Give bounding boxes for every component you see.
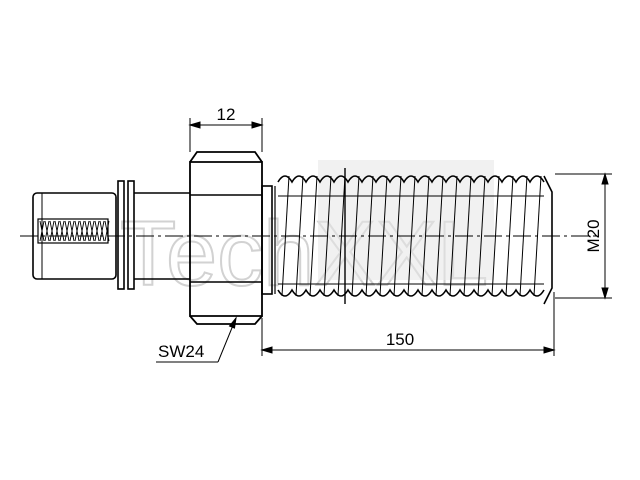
collar: [261, 185, 276, 295]
knurl-line: [39, 220, 45, 242]
washers: [117, 180, 190, 290]
arrow-bottom: [601, 287, 609, 300]
hex-width-label: 12: [217, 105, 236, 124]
threaded-rod: [277, 168, 553, 305]
knurl-line: [94, 220, 100, 242]
dimension-thread: [555, 172, 612, 300]
dimension-length: [260, 292, 556, 356]
collar-ring: [261, 185, 273, 295]
knurl-line: [84, 220, 90, 242]
knurl-line: [99, 220, 105, 242]
knurl-pattern: [39, 220, 110, 242]
knurl-line: [104, 220, 110, 242]
knurl-line: [89, 220, 95, 242]
knurl-line: [74, 220, 80, 242]
rod-end-chamfer: [543, 175, 553, 305]
thread-crest-bottom: [277, 288, 545, 297]
arrow-top: [601, 172, 609, 185]
thread-label: M20: [584, 219, 603, 252]
wrench-size-label: SW24: [158, 342, 204, 361]
dimension-hex-width: [188, 118, 264, 152]
hex-nut: [189, 151, 263, 325]
arrow-right: [251, 121, 264, 129]
arrow-left: [260, 346, 273, 354]
pin-body: [32, 192, 117, 280]
leader-arrow: [228, 316, 237, 329]
knurl-line: [44, 220, 50, 242]
arrow-right: [543, 346, 556, 354]
washer-1: [117, 180, 125, 290]
left-pin: [32, 192, 117, 280]
arrow-left: [188, 121, 201, 129]
washer-2: [127, 180, 135, 290]
knurl-line: [49, 220, 55, 242]
dimension-wrench-size: [156, 316, 237, 363]
length-label: 150: [386, 330, 414, 349]
knurl-line: [64, 220, 70, 242]
hex-bottom-chamfer: [189, 315, 263, 325]
knurl-line: [69, 220, 75, 242]
pin-knurl-zone: [37, 218, 109, 244]
thread-crest-top: [277, 175, 545, 184]
knurl-line: [59, 220, 65, 242]
hex-top-chamfer: [189, 151, 263, 163]
knurl-line: [54, 220, 60, 242]
knurl-line: [79, 220, 85, 242]
